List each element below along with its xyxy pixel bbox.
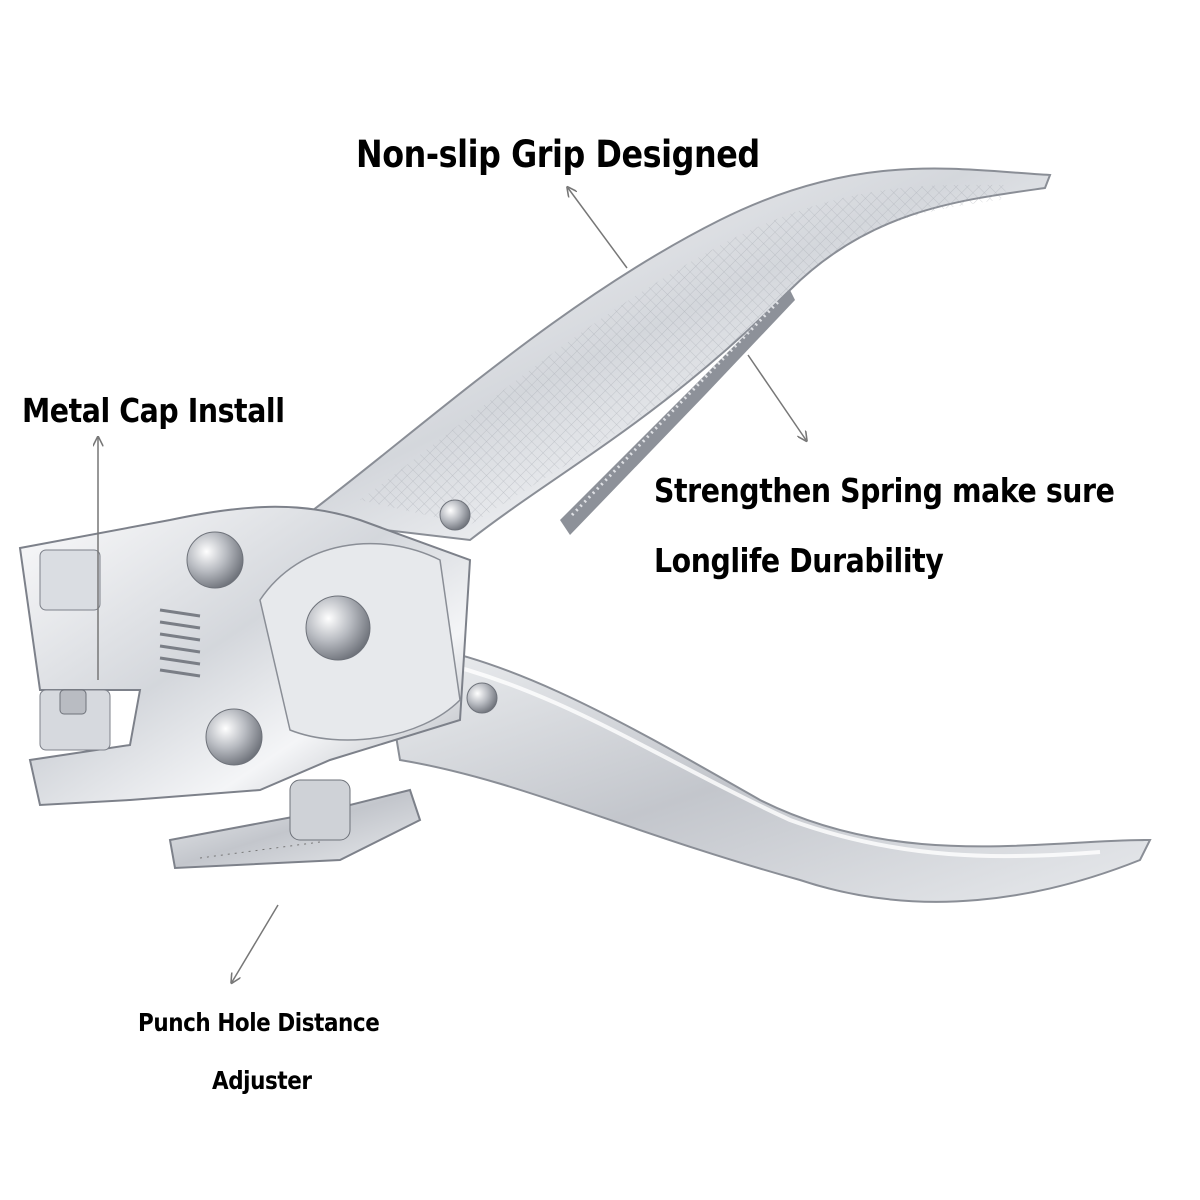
upper-handle	[297, 167, 1052, 542]
lower-handle	[378, 638, 1152, 903]
callout-adjuster-line1: Punch Hole Distance	[138, 1008, 380, 1037]
callout-spring-line1: Strengthen Spring make sure	[654, 471, 1115, 510]
return-spring	[560, 290, 795, 535]
coil-spring	[159, 608, 201, 678]
callout-metal-cap: Metal Cap Install	[22, 391, 285, 430]
callout-adjuster-line2: Adjuster	[212, 1066, 312, 1095]
callout-spring-line2: Longlife Durability	[654, 541, 944, 580]
distance-adjuster	[168, 779, 422, 870]
callout-grip: Non-slip Grip Designed	[356, 133, 760, 176]
arrow-icon	[98, 188, 806, 982]
rivets	[186, 499, 498, 766]
